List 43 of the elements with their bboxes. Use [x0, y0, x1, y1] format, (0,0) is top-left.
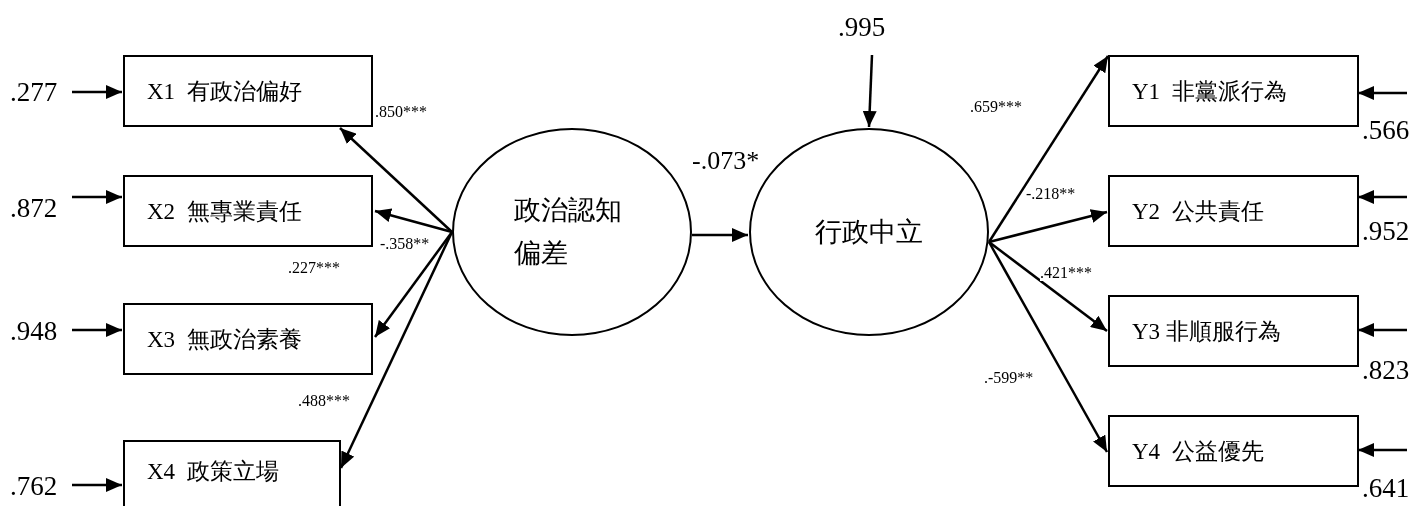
edge-label: .-599**: [984, 370, 1034, 386]
variable-box: Y3 非順服行為: [1108, 295, 1359, 367]
edge-label: .850***: [375, 104, 427, 120]
variable-box: Y4 公益優先: [1108, 415, 1359, 487]
error-value: .823: [1362, 357, 1410, 384]
error-value: .948: [10, 318, 58, 345]
variable-box: X1 有政治偏好: [123, 55, 373, 127]
variable-box: Y1 非黨派行為: [1108, 55, 1359, 127]
arrow: [1358, 443, 1407, 457]
error-value: .566: [1362, 117, 1410, 144]
arrow: [692, 228, 748, 242]
arrow: [339, 127, 453, 233]
error-value: .641: [1362, 475, 1410, 502]
error-value: .952: [1362, 218, 1410, 245]
arrow: [987, 55, 1110, 243]
edge-label: -.358**: [380, 236, 430, 252]
arrow: [374, 208, 453, 234]
arrow: [374, 231, 453, 338]
error-value: .995: [838, 14, 886, 41]
arrow: [72, 190, 122, 204]
arrow: [72, 478, 122, 492]
arrow: [1358, 190, 1407, 204]
edge-label: .659***: [970, 99, 1022, 115]
error-value: .872: [10, 195, 58, 222]
error-value: .277: [10, 79, 58, 106]
edge-label: -.218**: [1026, 186, 1076, 202]
arrow: [72, 85, 122, 99]
variable-box: X2 無專業責任: [123, 175, 373, 247]
latent-variable-ellipse: 政治認知偏差: [452, 128, 692, 336]
variable-box: X3 無政治素養: [123, 303, 373, 375]
edge-label: .488***: [298, 393, 350, 409]
arrow: [1358, 86, 1407, 100]
arrow: [72, 323, 122, 337]
arrow: [1358, 323, 1407, 337]
error-value: .762: [10, 473, 58, 500]
variable-box: X4 政策立場: [123, 440, 341, 506]
edge-label: .421***: [1040, 265, 1092, 281]
edge-label: .227***: [288, 260, 340, 276]
arrow: [987, 241, 1109, 453]
variable-box: Y2 公共責任: [1108, 175, 1359, 247]
arrow: [862, 54, 877, 128]
arrow: [988, 241, 1108, 332]
arrow: [988, 209, 1108, 244]
